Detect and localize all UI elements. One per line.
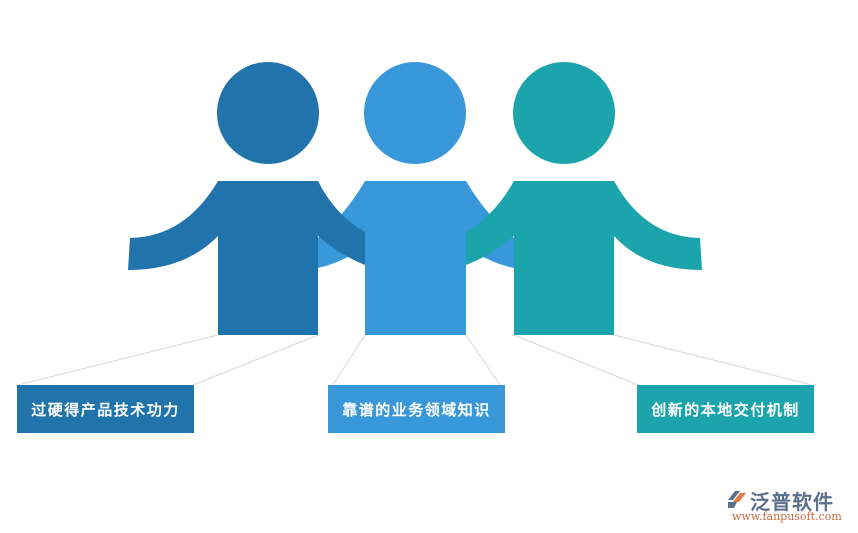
label-domain-knowledge: 靠谱的业务领域知识 [328, 385, 505, 433]
figure-2-body [365, 181, 466, 335]
label-product-tech: 过硬得产品技术功力 [17, 385, 194, 433]
figure-3-right-person [466, 62, 702, 335]
fanpu-logo-icon [728, 491, 746, 508]
figure-3-head [513, 62, 615, 164]
label-local-delivery: 创新的本地交付机制 [637, 385, 814, 433]
figure-2-middle-person [318, 62, 514, 335]
figure-3-body [514, 181, 614, 335]
connector-lines [17, 334, 813, 386]
figure-1-left-person [128, 62, 365, 335]
figure-2-head [364, 62, 466, 164]
logo-url: www.fanpusoft.com [732, 510, 842, 523]
fanpu-logo: 泛普软件 www.fanpusoft.com [726, 486, 852, 526]
logo-title: 泛普软件 [750, 490, 834, 514]
figure-1-body [218, 181, 318, 335]
figure-1-head [217, 62, 319, 164]
